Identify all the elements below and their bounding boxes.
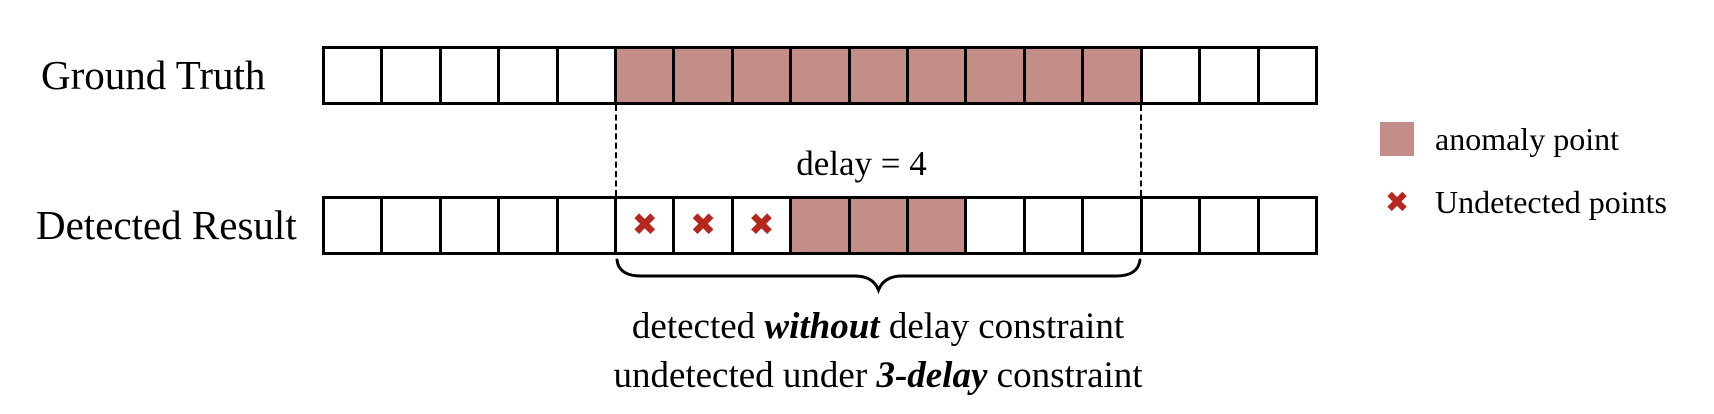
right-dashed-connector [1140,105,1142,196]
timeline-cell-normal [500,49,559,102]
timeline-cell-normal [559,49,618,102]
brace-caption: detected without delay constraint undete… [513,302,1243,400]
timeline-cell-anomaly [850,49,910,102]
timeline-cell-normal [559,199,618,252]
timeline-cell-undetected: ✖ [675,199,734,252]
undetected-cross-icon: ✖ [1384,184,1410,219]
caption-2-post: constraint [987,355,1143,396]
timeline-cell-normal [1143,49,1202,102]
timeline-cell-anomaly [909,199,968,252]
legend-item-undetected: ✖ Undetected points [1380,185,1667,219]
undetected-cross-icon: ✖ [631,207,658,243]
timeline-cell-anomaly [792,49,851,102]
undetected-cross-icon: ✖ [690,207,717,243]
timeline-cell-normal [1026,199,1085,252]
ground-truth-strip [322,46,1318,105]
left-dashed-connector [615,105,617,196]
timeline-cell-undetected: ✖ [734,199,793,252]
timeline-cell-anomaly [617,49,676,102]
timeline-cell-anomaly [1084,49,1143,102]
undetected-cross-icon: ✖ [748,207,775,243]
timeline-cell-normal [383,199,442,252]
timeline-cell-anomaly [675,49,734,102]
timeline-cell-anomaly [733,49,793,102]
underbrace [615,258,1142,294]
legend-item-anomaly: anomaly point [1380,122,1667,156]
timeline-cell-normal [967,199,1026,252]
caption-2-pre: undetected under [613,355,877,396]
timeline-cell-normal [442,49,501,102]
timeline-cell-normal [1260,49,1315,102]
caption-1-emphasis: without [764,306,880,347]
timeline-cell-normal [1260,199,1315,252]
timeline-cell-anomaly [909,49,968,102]
timeline-cell-anomaly [967,49,1026,102]
timeline-cell-normal [500,199,559,252]
caption-line-2: undetected under 3-delay constraint [513,351,1243,400]
timeline-cell-anomaly [792,199,851,252]
timeline-cell-normal [325,199,384,252]
legend-undetected-label: Undetected points [1435,184,1667,220]
timeline-cell-normal [442,199,501,252]
caption-2-emphasis: 3-delay [876,355,988,396]
timeline-cell-anomaly [1025,49,1085,102]
timeline-cell-normal [1201,49,1260,102]
timeline-cell-anomaly [850,199,910,252]
anomaly-swatch-icon [1380,122,1414,156]
timeline-cell-normal [1084,199,1143,252]
timeline-cell-normal [383,49,442,102]
timeline-cell-normal [1143,199,1202,252]
detected-result-strip: ✖ ✖ ✖ [322,196,1318,255]
detected-result-label: Detected Result [36,202,297,248]
timeline-cell-normal [1201,199,1260,252]
legend-anomaly-label: anomaly point [1435,121,1619,157]
legend: anomaly point ✖ Undetected points [1380,122,1667,219]
caption-1-pre: detected [631,306,765,347]
ground-truth-label: Ground Truth [41,52,266,98]
caption-1-post: delay constraint [879,306,1125,347]
delay-annotation: delay = 4 [796,144,927,183]
timeline-cell-undetected: ✖ [617,199,676,252]
caption-line-1: detected without delay constraint [513,302,1243,351]
timeline-cell-normal [325,49,384,102]
